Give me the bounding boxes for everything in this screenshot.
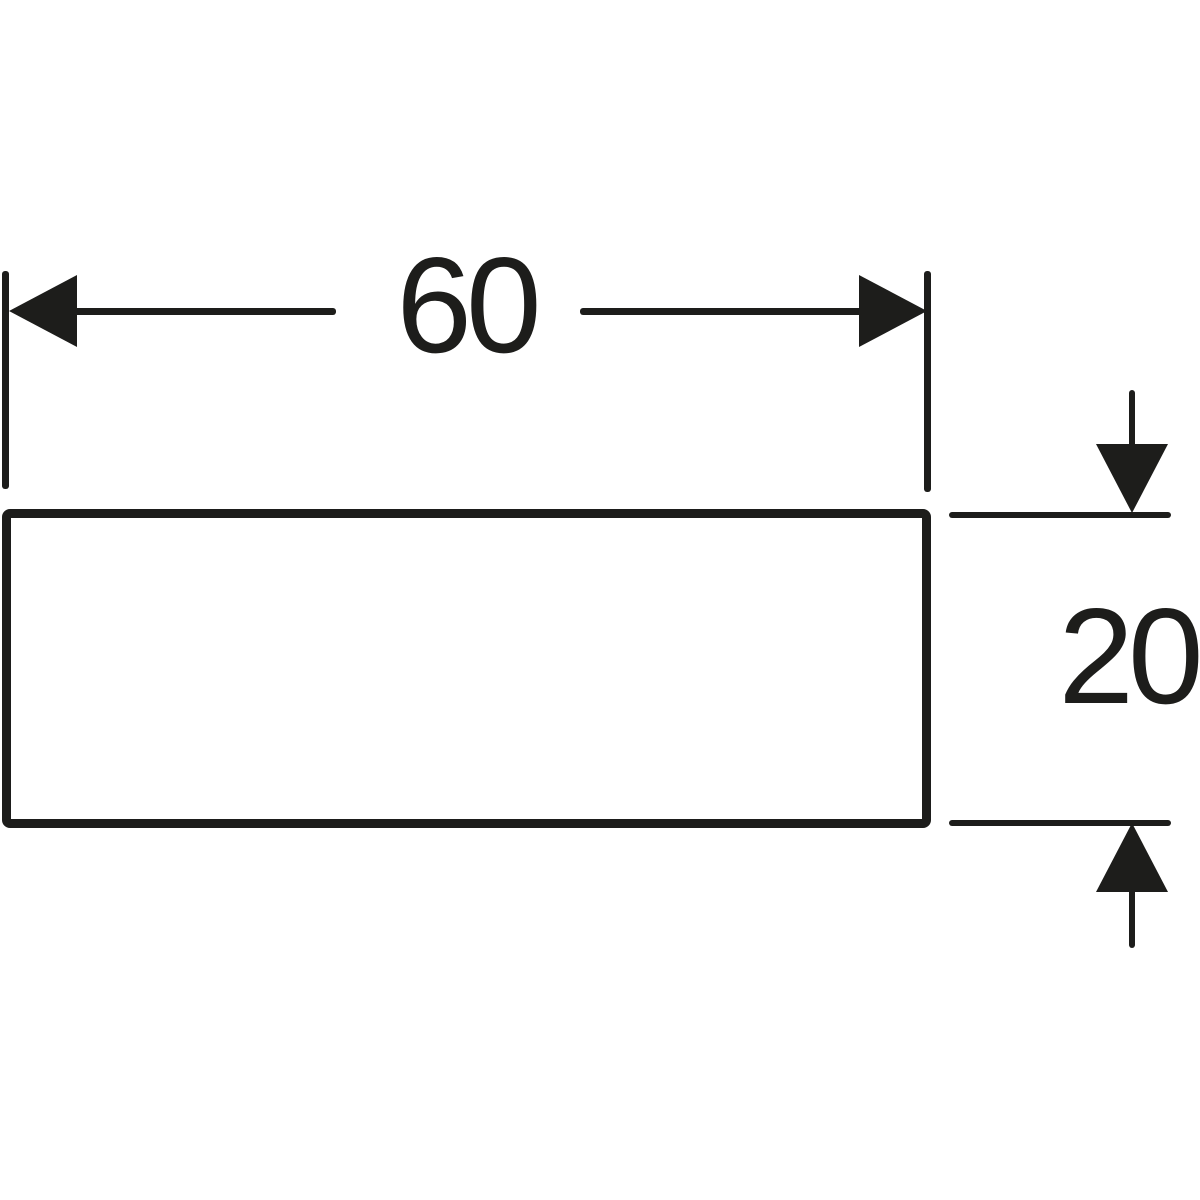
height-dimension-label: 20 bbox=[1058, 580, 1200, 732]
height-tick-line-bottom bbox=[949, 820, 1171, 826]
arrow-right-icon bbox=[859, 275, 927, 347]
arrow-left-icon bbox=[9, 275, 77, 347]
width-extension-line-right bbox=[924, 271, 931, 492]
height-arrow-bottom-stem bbox=[1129, 889, 1135, 948]
height-arrow-top-stem bbox=[1129, 390, 1135, 447]
width-extension-line-left bbox=[2, 271, 9, 489]
width-dimension-line-right-segment bbox=[580, 308, 880, 315]
arrow-down-icon bbox=[1096, 444, 1168, 513]
part-outline bbox=[2, 509, 931, 828]
arrow-up-icon bbox=[1096, 823, 1168, 892]
width-dimension-line-left-segment bbox=[40, 308, 336, 315]
height-tick-line-top bbox=[949, 512, 1171, 518]
width-dimension-label: 60 bbox=[396, 229, 541, 381]
